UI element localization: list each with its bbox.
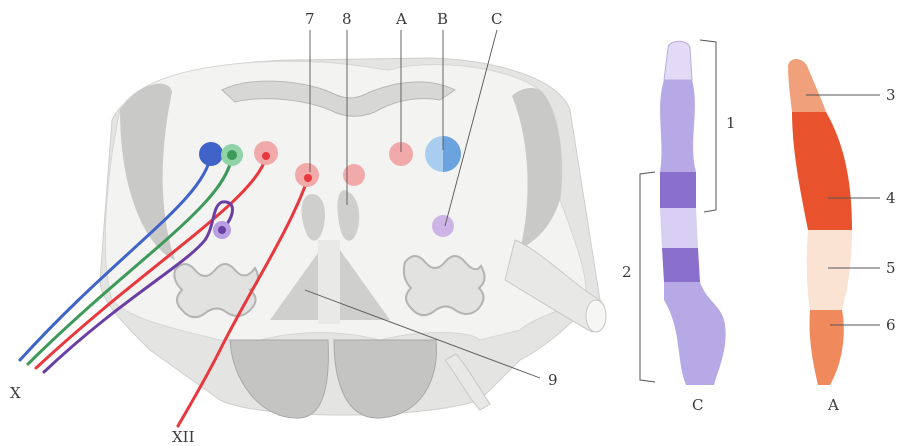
label-2: 2: [622, 263, 632, 281]
column-a-peach: [807, 230, 852, 310]
label-3: 3: [886, 86, 896, 104]
label-8: 8: [342, 10, 352, 28]
nucleus-7-core: [304, 174, 312, 182]
nucleus-8: [343, 164, 365, 186]
right-nerve-cut: [586, 300, 606, 332]
label-1: 1: [726, 114, 736, 132]
nucleus-green-core: [227, 150, 237, 160]
nucleus-purple-core: [218, 226, 226, 234]
bracket-2: [640, 172, 655, 382]
label-A-top: A: [395, 10, 407, 28]
bracket-1: [700, 40, 716, 212]
label-7: 7: [305, 10, 315, 28]
nucleus-blue-left: [199, 142, 223, 166]
label-C-bottom: C: [692, 396, 703, 414]
label-5: 5: [886, 259, 896, 277]
column-a-red: [792, 112, 852, 230]
column-c-segment-bottom: [664, 282, 726, 385]
column-c-segment-pale: [660, 208, 698, 248]
nucleus-C: [432, 215, 454, 237]
label-9: 9: [548, 371, 558, 389]
column-a: [788, 59, 852, 385]
label-4: 4: [886, 189, 896, 207]
label-XII: XII: [172, 428, 195, 446]
column-c-segment-dark-1: [660, 172, 696, 208]
column-a-top: [788, 59, 826, 112]
label-C-top: C: [491, 10, 502, 28]
medulla-section: [100, 58, 606, 418]
nucleus-red-core: [262, 152, 270, 160]
column-a-bottom: [809, 310, 843, 385]
raphe-lines: [318, 240, 340, 324]
column-c-segment-top: [664, 41, 692, 80]
label-X: X: [10, 384, 21, 402]
label-B-top: B: [437, 10, 448, 28]
label-6: 6: [886, 316, 896, 334]
column-c-segment-1: [660, 80, 696, 172]
column-c-segment-dark-2: [662, 248, 700, 282]
label-A-bottom: A: [827, 396, 839, 414]
